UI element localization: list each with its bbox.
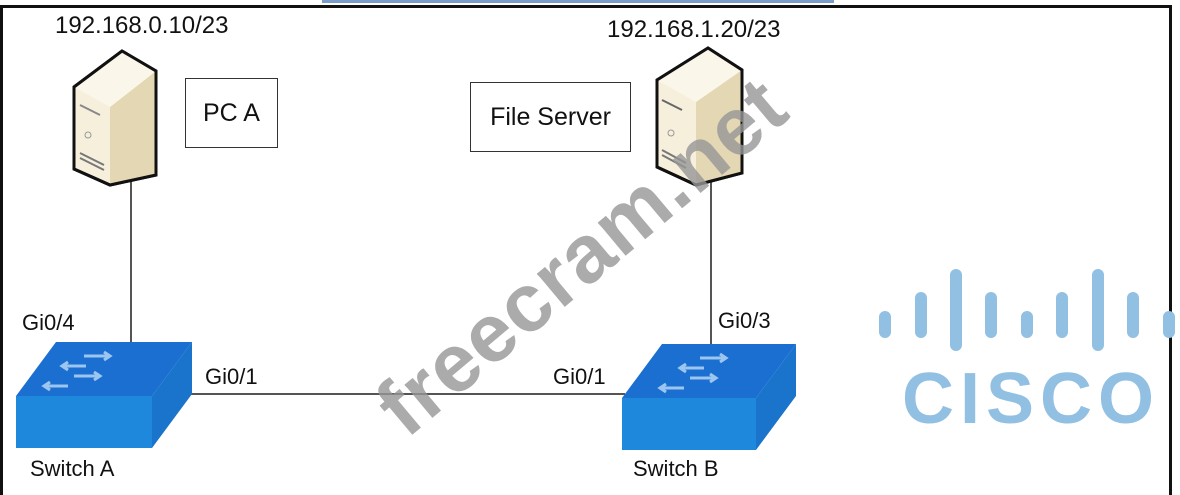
link-pca-switcha xyxy=(130,180,132,345)
switch-b-icon[interactable] xyxy=(618,340,803,455)
switch-a-port-gi0-1: Gi0/1 xyxy=(205,364,258,389)
link-switcha-switchb xyxy=(190,393,625,395)
pc-a-label: PC A xyxy=(185,78,278,148)
pc-a-server-icon[interactable] xyxy=(70,45,185,190)
cisco-logo-text: CISCO xyxy=(902,359,1161,439)
file-server-label: File Server xyxy=(470,82,631,152)
file-server-icon[interactable] xyxy=(652,45,752,190)
cisco-logo-bars xyxy=(879,269,1175,351)
port-gi0-3: Gi0/3 xyxy=(718,308,771,333)
diagram-frame xyxy=(0,5,1172,495)
switch-b-port-gi0-1: Gi0/1 xyxy=(553,364,606,389)
top-edge-line xyxy=(322,0,834,3)
switch-a-label: Switch A xyxy=(30,456,115,481)
file-server-ip: 192.168.1.20/23 xyxy=(607,16,781,43)
link-server-switchb xyxy=(710,180,712,345)
pc-a-ip: 192.168.0.10/23 xyxy=(55,12,229,39)
switch-b-label: Switch B xyxy=(633,456,719,481)
switch-a-icon[interactable] xyxy=(12,338,197,453)
port-gi0-4: Gi0/4 xyxy=(22,310,75,335)
